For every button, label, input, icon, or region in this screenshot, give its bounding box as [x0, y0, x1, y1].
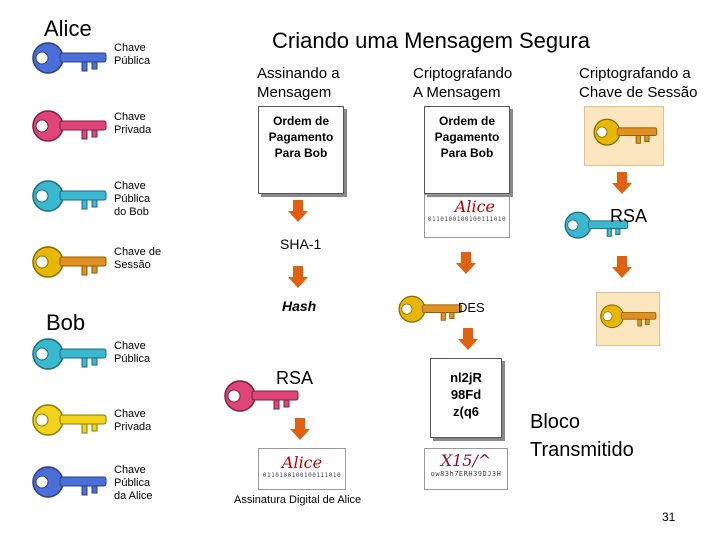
key-icon-orange [398, 295, 463, 323]
cipher-text: nl2jR 98Fd z(q6 [450, 370, 482, 419]
column-header-sign: Assinando a Mensagem [257, 65, 340, 101]
key-icon-yellow [32, 404, 107, 436]
document-text: Ordem de Pagamento Para Bob [434, 114, 500, 160]
encrypted-session-key-box [596, 292, 660, 346]
digital-signature-caption: Assinatura Digital de Alice [234, 494, 362, 506]
alice-label: Alice [44, 16, 92, 41]
hash-label: Hash [282, 298, 317, 314]
transmitted-block-label: Bloco Transmitido [530, 411, 634, 461]
key-icon-orange [32, 246, 107, 278]
key-icon-cyan [32, 180, 107, 212]
key-icon-blue [32, 42, 107, 74]
session-key-box [584, 106, 664, 166]
alice-private-key-label: Chave Privada [114, 111, 152, 136]
signature-name: Alice [454, 197, 495, 216]
key-icon-orange [600, 304, 657, 329]
page-title: Criando uma Mensagem Segura [272, 28, 590, 53]
arrow-down-icon [458, 328, 478, 350]
digital-signature-box: Alice 0110100100100111010 [258, 448, 346, 490]
signature-name: Alice [281, 453, 323, 472]
rsa-label-key: RSA [610, 206, 648, 226]
arrow-down-icon [290, 418, 310, 440]
column-header-encrypt-session-key: Criptografando a Chave de Sessão [579, 65, 698, 101]
bob-public-key-label: Chave Pública do Bob [114, 180, 151, 218]
arrow-down-icon [288, 200, 308, 222]
key-icon-blue [32, 466, 107, 498]
signature-bits: 0110100100100111010 [427, 216, 507, 223]
arrow-down-icon [288, 266, 308, 288]
cipher-block-bits: ow83h7ERH39DJ3H [430, 470, 502, 478]
document-text: Ordem de Pagamento Para Bob [268, 114, 334, 160]
key-icon-pink [32, 110, 107, 142]
alice-public-key-label: Chave Pública [114, 42, 151, 67]
column-header-encrypt-message: Criptografando A Mensagem [413, 65, 513, 101]
encrypted-message-document: nl2jR 98Fd z(q6 [430, 358, 502, 438]
arrow-down-icon [456, 252, 476, 274]
encrypted-signature-box: X15/^ ow83h7ERH39DJ3H [424, 448, 508, 490]
cipher-block-text: X15/^ [440, 451, 492, 470]
document-payment-order: Ordem de Pagamento Para Bob [258, 106, 344, 194]
arrow-down-icon [612, 256, 632, 278]
key-icon-pink [224, 380, 299, 412]
bob-own-private-key-label: Chave Privada [114, 408, 152, 433]
des-label: DES [458, 300, 485, 315]
bob-own-public-key-label: Chave Pública [114, 340, 151, 365]
document-payment-order: Ordem de Pagamento Para Bob [424, 106, 510, 194]
signature-bits: 0110100100100111010 [262, 472, 342, 479]
sha1-label: SHA-1 [280, 236, 322, 252]
key-icon-orange [593, 118, 658, 146]
key-icon-cyan [32, 338, 107, 370]
signature-attachment: Alice 0110100100100111010 [424, 194, 510, 238]
alice-public-key-bob-label: Chave Pública da Alice [114, 464, 153, 502]
session-key-label: Chave de Sessão [114, 246, 162, 271]
key-icon-cyan [564, 211, 629, 239]
arrow-down-icon [612, 172, 632, 194]
page-number: 31 [662, 510, 676, 524]
rsa-label-sign: RSA [276, 368, 314, 388]
bob-label: Bob [46, 310, 86, 335]
